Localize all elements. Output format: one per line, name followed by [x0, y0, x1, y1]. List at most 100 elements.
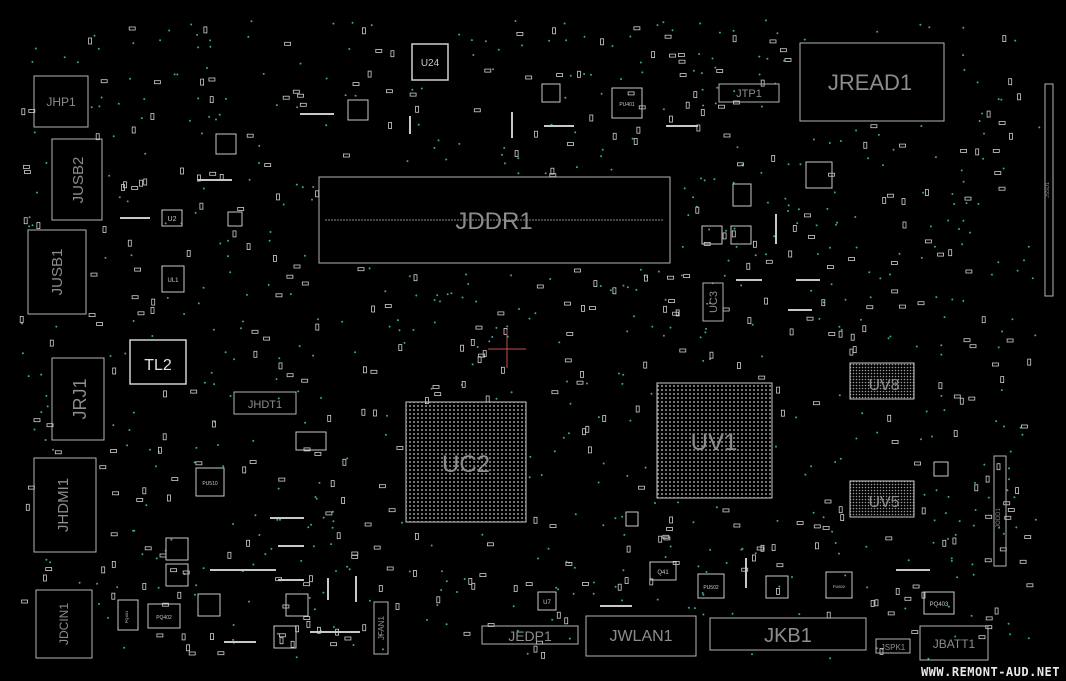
- chip-pu602[interactable]: PU602: [825, 571, 853, 599]
- connector-jtp1[interactable]: JTP1: [718, 83, 780, 103]
- connector-jhdt1[interactable]: JHDT1: [233, 391, 297, 415]
- connector-jusb2[interactable]: JUSB2: [51, 138, 103, 221]
- chip-ul1[interactable]: UL1: [161, 265, 185, 293]
- pq401-label: PQ401: [124, 610, 129, 623]
- chip-uv5[interactable]: UV5: [849, 480, 915, 518]
- smd-component: [43, 574, 47, 582]
- chip-uv1[interactable]: UV1: [656, 382, 773, 499]
- via: [799, 163, 802, 166]
- connector-jhdmi1[interactable]: JHDMI1: [33, 457, 97, 553]
- smd-component: [815, 542, 819, 550]
- chip-u7[interactable]: U7: [537, 591, 557, 611]
- via: [270, 547, 273, 550]
- chip-u2[interactable]: U2: [161, 209, 183, 227]
- transformer-tl2[interactable]: TL2: [129, 339, 187, 385]
- connector-jddr1[interactable]: JDDR1: [318, 176, 671, 264]
- connector-jhp1[interactable]: JHP1: [33, 75, 89, 128]
- via: [145, 504, 148, 507]
- smd-component: [203, 26, 208, 34]
- via: [76, 61, 79, 64]
- via: [644, 466, 647, 469]
- via: [298, 345, 301, 348]
- via: [751, 653, 753, 656]
- smd-component: [953, 394, 961, 399]
- via: [731, 612, 734, 615]
- via: [21, 352, 24, 355]
- smd-component: [764, 297, 768, 305]
- via: [297, 390, 300, 393]
- via: [708, 228, 711, 231]
- via: [741, 163, 744, 166]
- jtp1-label: JTP1: [736, 88, 762, 100]
- via: [754, 254, 757, 257]
- smd-component: [756, 546, 764, 551]
- chip-pq401[interactable]: PQ401: [117, 599, 139, 631]
- connector-jwlan1[interactable]: JWLAN1: [585, 615, 697, 657]
- via: [144, 152, 147, 155]
- via: [557, 588, 560, 591]
- via: [733, 90, 736, 93]
- via: [227, 239, 230, 242]
- connector-jedp1[interactable]: JEDP1: [481, 625, 579, 645]
- chip-q41[interactable]: Q41: [649, 561, 677, 581]
- smd-component: [781, 409, 785, 417]
- via: [1027, 637, 1030, 640]
- connector-jfan1[interactable]: JFAN1: [373, 601, 389, 655]
- chip-pq402[interactable]: PQ402: [147, 603, 181, 629]
- via: [614, 517, 617, 520]
- chip-pu502[interactable]: PU502: [697, 573, 725, 599]
- connector-jread1[interactable]: JREAD1: [799, 42, 945, 122]
- smd-component: [566, 331, 574, 336]
- via: [855, 437, 858, 440]
- smd-component: [731, 230, 736, 238]
- via: [981, 112, 984, 115]
- connector-jdcin1[interactable]: JDCIN1: [35, 589, 93, 659]
- via: [269, 231, 272, 233]
- smd-component: [994, 607, 999, 615]
- smd-component: [45, 567, 53, 571]
- via: [844, 298, 847, 301]
- smd-component: [776, 563, 784, 568]
- connector-jspk1[interactable]: JSPK1: [875, 638, 911, 654]
- via: [312, 186, 315, 188]
- connector-jssd1[interactable]: JSSD1: [1044, 83, 1054, 297]
- connector-jodd1[interactable]: JODD1: [993, 455, 1007, 567]
- smd-component: [985, 475, 990, 483]
- connector-jbatt1[interactable]: JBATT1: [919, 625, 989, 661]
- smd-component: [436, 596, 441, 604]
- via: [758, 73, 761, 76]
- chip-pu401[interactable]: PU401: [611, 87, 643, 119]
- via: [495, 326, 498, 329]
- smd-component: [636, 126, 641, 134]
- via: [330, 543, 333, 546]
- via: [699, 336, 702, 339]
- via: [566, 380, 568, 383]
- via: [954, 635, 957, 638]
- via: [100, 96, 103, 99]
- chip-pu510[interactable]: PU510: [195, 467, 225, 497]
- connector-jkb1[interactable]: JKB1: [709, 617, 867, 651]
- smd-component: [166, 494, 171, 502]
- smd-component: [388, 122, 393, 129]
- via: [547, 547, 550, 550]
- chip-uv8[interactable]: UV8: [849, 362, 915, 400]
- chip-u24[interactable]: U24: [411, 43, 449, 81]
- smd-component: [361, 27, 366, 35]
- smd-component: [899, 304, 906, 309]
- via: [706, 302, 709, 305]
- via: [702, 593, 705, 596]
- smd-component: [887, 414, 892, 422]
- smd-component: [678, 59, 686, 64]
- via: [1011, 318, 1014, 321]
- smd-component: [54, 450, 62, 455]
- via: [529, 455, 532, 458]
- chip-uc3[interactable]: UC3: [702, 282, 724, 322]
- smd-component: [914, 461, 921, 466]
- chip-uc2[interactable]: UC2: [405, 401, 527, 523]
- chip-pq403[interactable]: PQ403: [923, 591, 955, 615]
- connector-jusb1[interactable]: JUSB1: [27, 229, 87, 315]
- smd-component: [303, 447, 311, 452]
- connector-jrj1[interactable]: JRJ1: [51, 357, 105, 441]
- smd-component: [1007, 508, 1015, 512]
